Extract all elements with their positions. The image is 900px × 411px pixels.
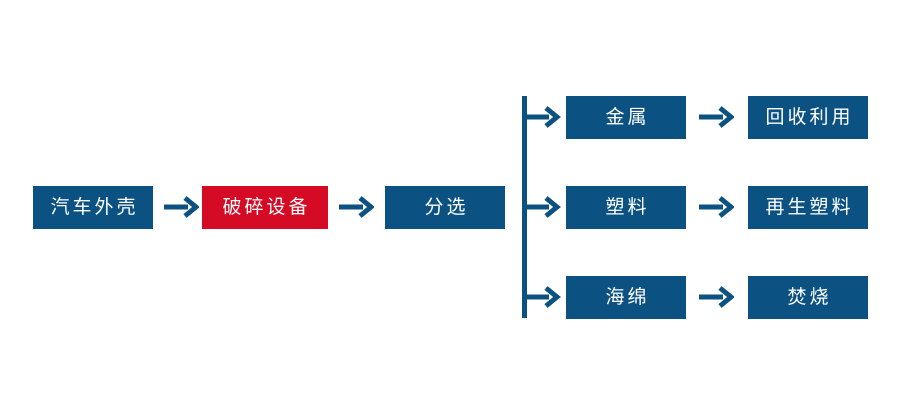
node-sponge[interactable]: 海绵 [566,276,686,319]
node-recycled-plastic[interactable]: 再生塑料 [748,186,868,229]
node-metal[interactable]: 金属 [566,96,686,139]
arrow-right-icon [698,194,734,220]
node-crushing-equipment[interactable]: 破碎设备 [202,186,328,229]
arrow-right-icon [698,284,734,310]
branch-split-icon [519,90,571,326]
node-incineration[interactable]: 焚烧 [748,276,868,319]
arrow-right-icon [338,194,374,220]
arrow-right-icon [163,194,199,220]
node-recycling-reuse[interactable]: 回收利用 [748,96,868,139]
arrow-right-icon [698,104,734,130]
node-plastic[interactable]: 塑料 [566,186,686,229]
node-car-shell[interactable]: 汽车外壳 [33,186,153,229]
node-sorting[interactable]: 分选 [385,186,505,229]
